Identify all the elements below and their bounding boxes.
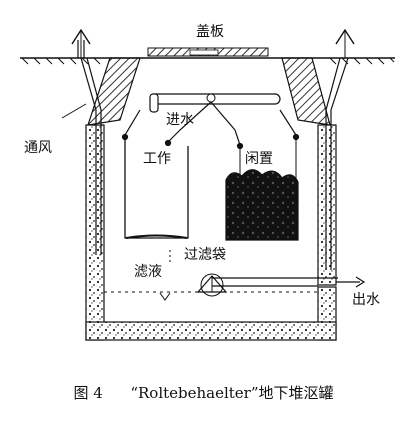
working-filter-bag (124, 140, 189, 239)
ground-surface (20, 57, 395, 65)
vent-pipe-left (71, 28, 102, 255)
outlet-label: 出水 (352, 292, 380, 308)
cover-label: 盖板 (196, 24, 224, 40)
idle-filter-bag (225, 169, 299, 241)
vent-pipe-right (325, 28, 355, 270)
vent-leader (61, 103, 87, 119)
caption-prefix: 图 4 (73, 384, 103, 402)
filtrate-drips (169, 250, 211, 262)
right-neck-wall (281, 57, 331, 126)
float-distributor (196, 273, 228, 297)
bag-hangers (121, 101, 300, 150)
tank-diagram (20, 28, 395, 341)
inlet-pipe (149, 93, 281, 113)
filtrate-label: 滤液 (134, 264, 162, 280)
figure-caption: 图 4 “Roltebehaelter”地下堆沤罐 (0, 384, 407, 402)
inlet-label: 进水 (166, 112, 194, 128)
outlet-pipe (212, 276, 366, 288)
idle-label: 闲置 (245, 151, 273, 167)
working-label: 工作 (143, 151, 171, 167)
caption-title: “Roltebehaelter”地下堆沤罐 (130, 384, 334, 402)
tank-floor (85, 321, 337, 341)
vent-label: 通风 (24, 140, 52, 156)
right-wall (317, 124, 337, 286)
filter-bag-label: 过滤袋 (184, 247, 226, 263)
